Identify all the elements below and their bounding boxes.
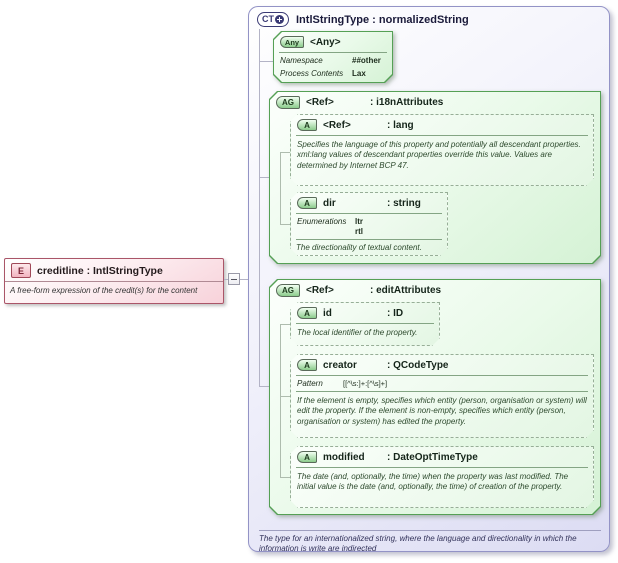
attribute-box-creator[interactable]: A creator : QCodeType Pattern [[^\s:]+:[… [290,354,594,438]
attribute-box-dir[interactable]: A dir : string Enumerations ltr rtl The … [290,192,448,256]
connector-line [280,152,290,153]
facet-value: ##other [352,56,381,65]
attribute-annotation: The local identifier of the property. [297,328,418,337]
attributegroup-type: : editAttributes [370,285,442,296]
attribute-type: : lang [387,119,414,131]
attributegroup-name: <Ref> [306,285,334,296]
attribute-badge: A [297,451,317,463]
any-title: <Any> [310,36,341,48]
attribute-header: A dir : string [291,193,447,212]
attributegroup-name: <Ref> [306,97,334,108]
connector-line [259,386,269,387]
connector-line [280,477,290,478]
divider [296,391,588,392]
facet-row-enumerations: Enumerations ltr rtl [291,215,447,238]
connector-line [259,29,260,386]
attribute-name: <Ref> [323,119,351,131]
attribute-type: : ID [387,307,404,319]
divider [5,281,223,282]
connector-line [280,396,290,397]
enum-value: rtl [355,227,363,236]
attributegroup-badge: AG [276,96,300,109]
element-annotation: A free-form expression of the credit(s) … [10,286,198,295]
attribute-badge: A [297,359,317,371]
attribute-type: : DateOptTimeType [387,451,478,463]
divider [296,135,588,136]
attribute-name: creator [323,359,357,371]
box-fill: AG <Ref> : i18nAttributes A <Ref> : lang [270,92,600,263]
element-badge: E [11,263,31,278]
attribute-header: A modified : DateOptTimeType [291,447,593,466]
complextype-badge-label: CT [262,14,274,24]
facet-row-pattern: Pattern [[^\s:]+:[^\s]+] [291,377,593,390]
attributegroup-type: : i18nAttributes [370,97,444,108]
attributegroup-header: AG <Ref> : editAttributes [270,280,600,300]
facet-value: ltr rtl [355,217,363,237]
collapse-toggle[interactable] [228,273,240,285]
any-box[interactable]: Any <Any> Namespace ##other Process Cont… [273,31,393,83]
connector-line [259,61,273,62]
attribute-annotation: Specifies the language of this property … [297,140,581,170]
attribute-badge: A [297,197,317,209]
connector-line [280,224,290,225]
facet-row-process-contents: Process Contents Lax [274,67,392,80]
attribute-name: id [323,307,332,319]
facet-label: Enumerations [297,217,347,226]
divider [259,530,601,531]
connector-line [259,177,269,178]
box-fill: Any <Any> Namespace ##other Process Cont… [274,32,392,82]
facet-value: [[^\s:]+:[^\s]+] [343,379,388,388]
box-fill: AG <Ref> : editAttributes A id : ID [270,280,600,514]
attribute-type: : string [387,197,421,209]
element-box-creditline[interactable]: E creditline : IntlStringType A free-for… [4,258,224,304]
attribute-header: A <Ref> : lang [291,115,593,134]
any-header: Any <Any> [274,32,392,51]
facet-row-namespace: Namespace ##other [274,54,392,67]
enum-value: ltr [355,217,363,226]
divider [279,52,387,53]
attribute-name: dir [323,197,336,209]
plus-icon [275,15,284,24]
minus-icon [231,278,237,280]
attribute-annotation: The date (and, optionally, the time) whe… [297,472,569,492]
any-badge: Any [280,36,304,48]
attribute-header: A creator : QCodeType [291,355,593,374]
attribute-header: A id : ID [291,303,439,322]
attributegroup-badge: AG [276,284,300,297]
attribute-box-lang[interactable]: A <Ref> : lang Specifies the language of… [290,114,594,186]
connector-line [280,324,281,477]
complextype-title: IntlStringType : normalizedString [296,13,469,26]
attributegroup-box-editattributes[interactable]: AG <Ref> : editAttributes A id : ID [269,279,601,515]
attribute-box-modified[interactable]: A modified : DateOptTimeType The date (a… [290,446,594,508]
element-header: E creditline : IntlStringType [5,259,223,281]
complextype-box[interactable]: CT IntlStringType : normalizedString Any… [248,6,610,554]
connector-line [280,152,281,224]
connector-line [280,324,290,325]
attribute-badge: A [297,307,317,319]
attribute-type: : QCodeType [387,359,449,371]
complextype-header: CT IntlStringType : normalizedString [257,12,469,27]
complextype-badge: CT [257,12,289,27]
attribute-annotation: The directionality of textual content. [296,243,422,252]
attribute-name: modified [323,451,365,463]
attribute-badge: A [297,119,317,131]
facet-value: Lax [352,69,366,78]
attribute-box-id[interactable]: A id : ID The local identifier of the pr… [290,302,440,346]
divider [296,213,442,214]
complextype-annotation: The type for an internationalized string… [259,534,577,554]
divider [296,467,588,468]
facet-label: Pattern [297,379,323,388]
divider [296,323,434,324]
divider [296,239,442,240]
element-title: creditline : IntlStringType [37,264,163,277]
divider [296,375,588,376]
facet-label: Namespace [280,56,323,65]
attribute-annotation: If the element is empty, specifies which… [297,396,587,426]
facet-label: Process Contents [280,69,344,78]
attributegroup-header: AG <Ref> : i18nAttributes [270,92,600,112]
attributegroup-box-i18nattributes[interactable]: AG <Ref> : i18nAttributes A <Ref> : lang [269,91,601,264]
